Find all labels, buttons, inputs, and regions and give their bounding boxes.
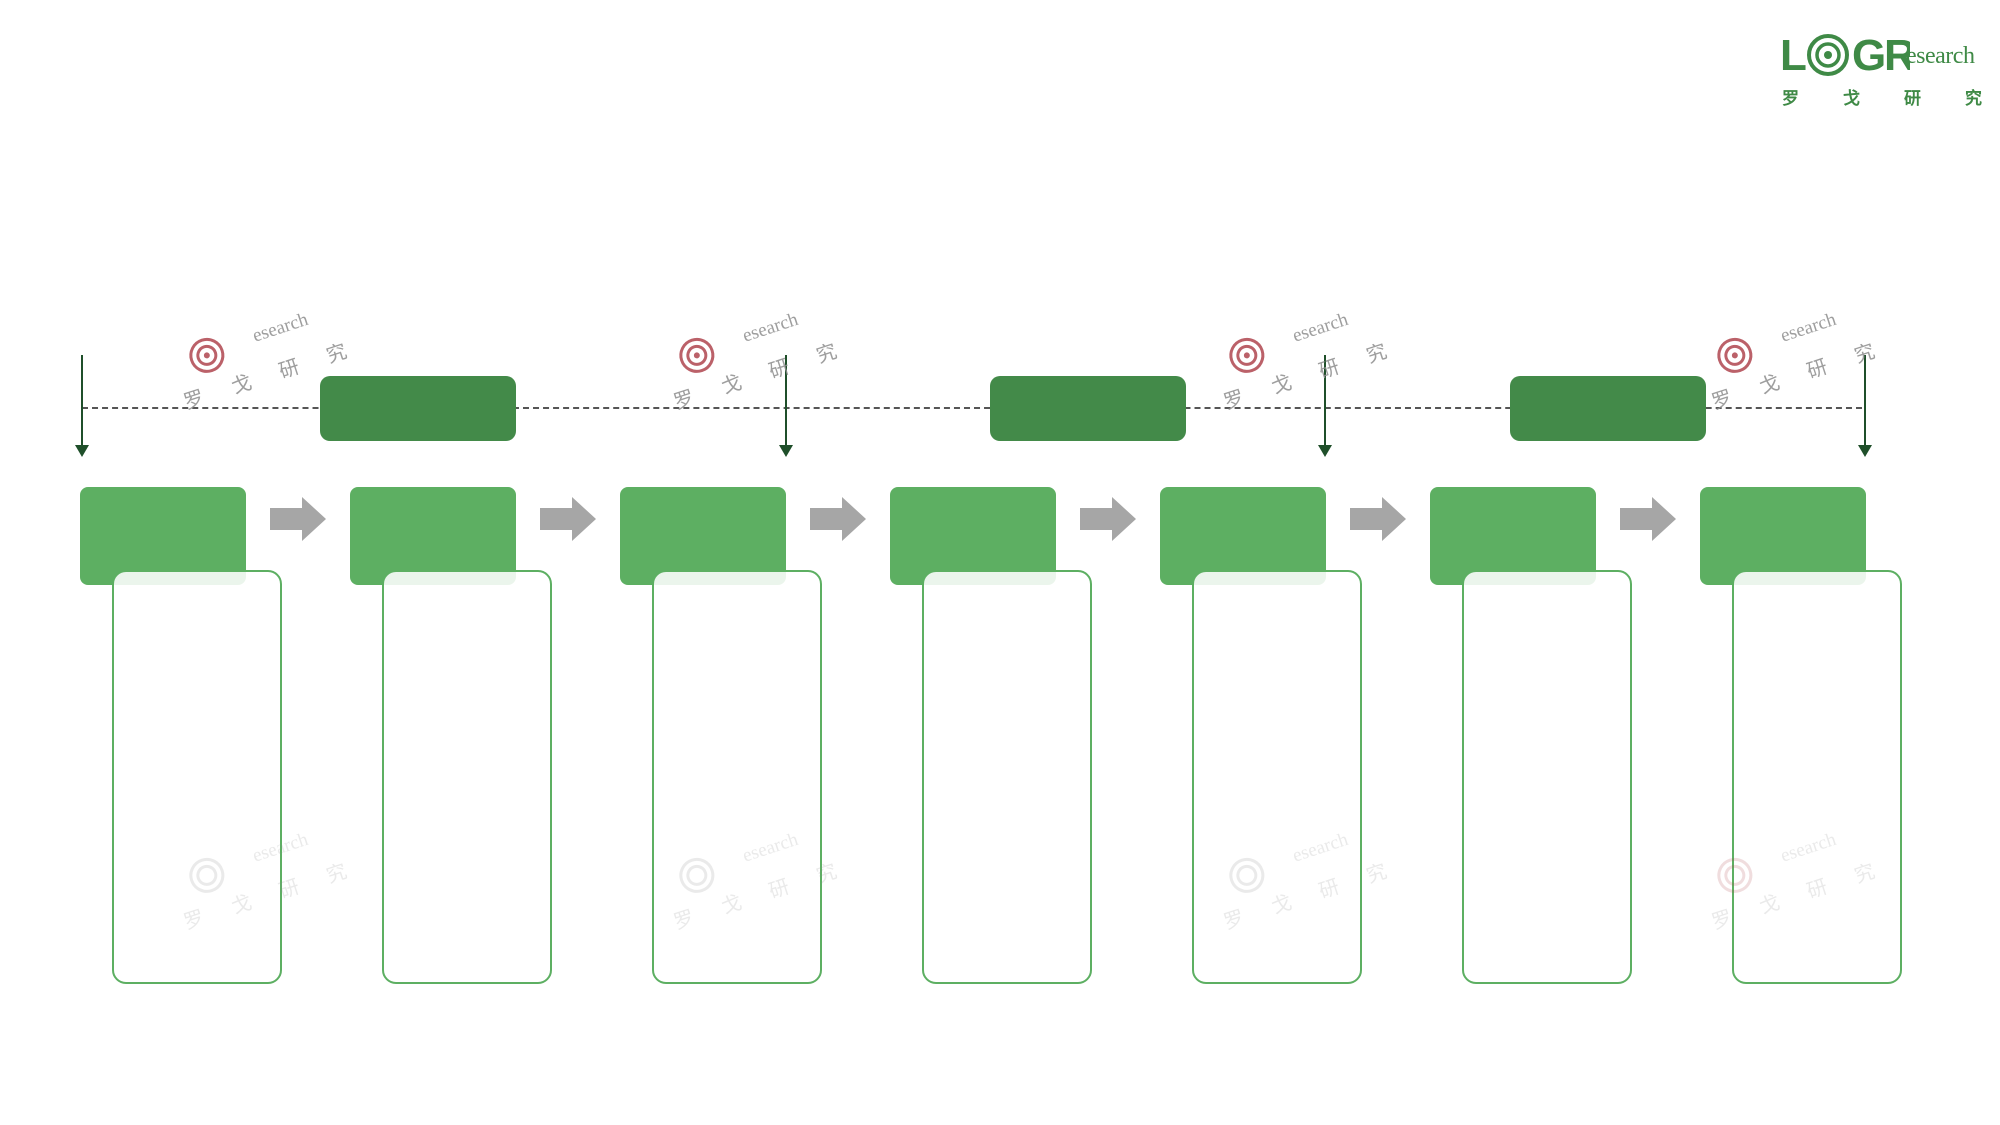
svg-text:R: R xyxy=(1884,31,1910,80)
down-arrow-icon xyxy=(1318,355,1332,457)
step-content-box xyxy=(922,570,1092,984)
watermark-suffix: esearch xyxy=(250,829,311,867)
step-content-box xyxy=(1462,570,1632,984)
watermark-suffix: esearch xyxy=(740,829,801,867)
phase-box xyxy=(1510,376,1706,441)
step-header-box xyxy=(80,487,246,585)
phase-box xyxy=(320,376,516,441)
watermark-suffix: esearch xyxy=(1290,829,1351,867)
watermark-ring-icon xyxy=(1717,337,1753,373)
watermark: esearch 罗戈研究 xyxy=(1188,783,1403,946)
watermark: esearch 罗戈研究 xyxy=(1188,263,1403,426)
brand-chinese-name: 罗 戈 研 究 xyxy=(1782,84,1982,109)
down-arrow-icon xyxy=(1858,355,1872,457)
flow-arrow-icon xyxy=(810,497,866,541)
step-content-box xyxy=(1192,570,1362,984)
watermark-ring-icon xyxy=(1229,337,1265,373)
watermark: esearch 罗戈研究 xyxy=(148,783,363,946)
watermark: esearch 罗戈研究 xyxy=(148,263,363,426)
flow-arrow-icon xyxy=(1080,497,1136,541)
step-content-box xyxy=(652,570,822,984)
svg-text:L: L xyxy=(1780,31,1807,80)
watermark: esearch 罗戈研究 xyxy=(1676,263,1891,426)
watermark-suffix: esearch xyxy=(1778,829,1839,867)
down-arrow-icon xyxy=(75,355,89,457)
watermark-ring-icon xyxy=(1229,857,1265,893)
brand-cn-char: 戈 xyxy=(1843,89,1860,108)
watermark-ring-icon xyxy=(189,337,225,373)
brand-cn-char: 罗 xyxy=(1782,89,1799,108)
logo-mark-icon: L G R xyxy=(1780,31,1910,80)
phase-box xyxy=(990,376,1186,441)
flow-arrow-icon xyxy=(1620,497,1676,541)
watermark-suffix: esearch xyxy=(1778,309,1839,347)
step-header-box xyxy=(350,487,516,585)
svg-text:G: G xyxy=(1852,31,1886,80)
step-content-box xyxy=(382,570,552,984)
watermark: esearch 罗戈研究 xyxy=(638,783,853,946)
step-header-box xyxy=(1700,487,1866,585)
watermark-suffix: esearch xyxy=(1290,309,1351,347)
brand-logo: L G R esearch 罗 戈 研 究 xyxy=(1780,28,1985,118)
watermark-ring-icon xyxy=(679,857,715,893)
step-header-box xyxy=(890,487,1056,585)
flow-arrow-icon xyxy=(270,497,326,541)
watermark-suffix: esearch xyxy=(740,309,801,347)
step-header-box xyxy=(1430,487,1596,585)
watermark: esearch 罗戈研究 xyxy=(1676,783,1891,946)
watermark-ring-icon xyxy=(189,857,225,893)
step-content-box xyxy=(112,570,282,984)
brand-suffix: esearch xyxy=(1906,43,1975,69)
step-content-box xyxy=(1732,570,1902,984)
watermark-suffix: esearch xyxy=(250,309,311,347)
flow-arrow-icon xyxy=(540,497,596,541)
timeline-dashed-line xyxy=(82,407,1862,409)
brand-cn-char: 究 xyxy=(1965,89,1982,108)
step-header-box xyxy=(1160,487,1326,585)
watermark-ring-icon xyxy=(1717,857,1753,893)
watermark-ring-icon xyxy=(679,337,715,373)
watermark: esearch 罗戈研究 xyxy=(638,263,853,426)
brand-cn-char: 研 xyxy=(1904,89,1921,108)
flow-arrow-icon xyxy=(1350,497,1406,541)
down-arrow-icon xyxy=(779,355,793,457)
step-header-box xyxy=(620,487,786,585)
